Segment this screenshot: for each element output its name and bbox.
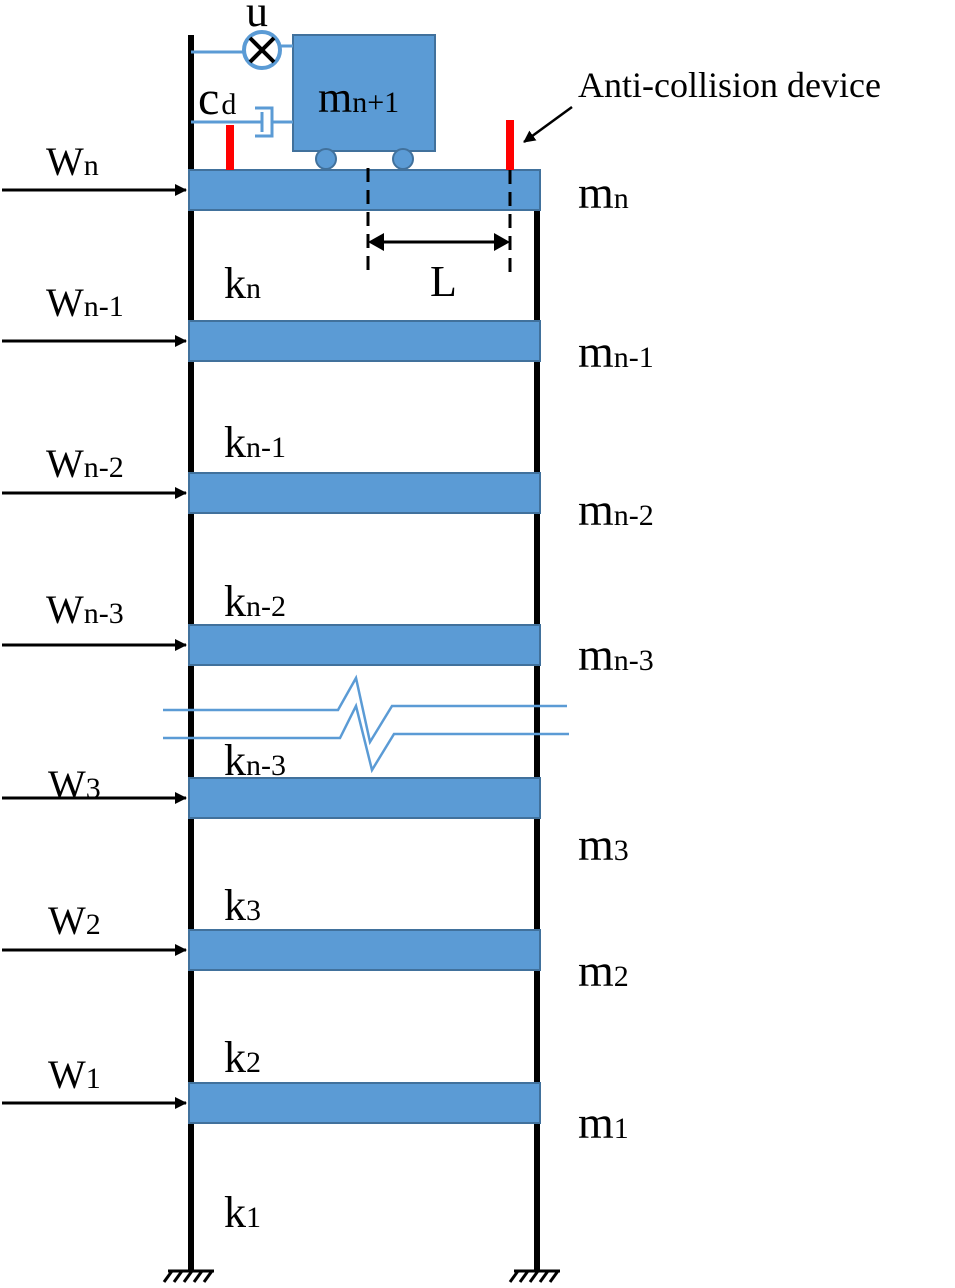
stiffness-label: kn [224,259,261,308]
gap-dimension [366,168,512,276]
floor-slab [188,777,541,819]
wind-label: Wn-3 [46,587,124,632]
floor-slab [188,1082,541,1124]
tuned-mass-block [292,34,436,152]
stiffness-label: kn-3 [224,736,286,785]
floor-slabs [188,169,541,1124]
stiffness-label: kn-1 [224,418,286,467]
anti-collision-label: Anti-collision device [578,65,881,105]
mass-label: mn [578,167,629,218]
mass-label: m3 [578,819,629,870]
wind-load-arrows [2,184,187,1109]
actuator-icon [242,30,282,70]
left-fixed-support [162,1269,214,1283]
floor-slab [188,929,541,971]
mass-label: m2 [578,945,629,996]
mass-label: mn-3 [578,629,654,680]
mass-label: mn-2 [578,484,654,535]
gap-arrowhead-left [368,233,384,251]
wind-label: W3 [48,762,101,807]
stiffness-label: kn-2 [224,577,286,626]
actuator-link [191,44,293,54]
floor-slab [188,472,541,514]
damper-icon [191,106,293,138]
mass-label: m1 [578,1097,629,1148]
wind-label: Wn-2 [46,441,124,486]
stiffness-labels: kn kn-1 kn-2 kn-3 k3 k2 k1 [224,259,286,1237]
anti-collision-pointer [523,105,573,144]
mass-wheel-right [392,148,414,170]
gap-label: L [430,257,457,306]
tuned-mass-label: mn+1 [318,73,399,122]
stiffness-label: k2 [224,1033,261,1082]
stiffness-label: k1 [224,1188,261,1237]
right-fixed-support [508,1269,560,1283]
mass-label: mn-1 [578,326,654,377]
break-symbol [163,674,569,774]
actuator-label: u [246,0,268,36]
stiffness-label: k3 [224,881,261,930]
wind-label: Wn [46,139,99,184]
wind-label: W1 [48,1052,101,1097]
damper-label: cd [198,72,236,125]
mass-wheel-left [315,148,337,170]
floor-slab [188,320,541,362]
wind-label: Wn-1 [46,280,124,325]
wind-label: W2 [48,898,101,943]
gap-arrowhead-right [494,233,510,251]
floor-slab [188,624,541,666]
floor-slab [188,169,541,211]
